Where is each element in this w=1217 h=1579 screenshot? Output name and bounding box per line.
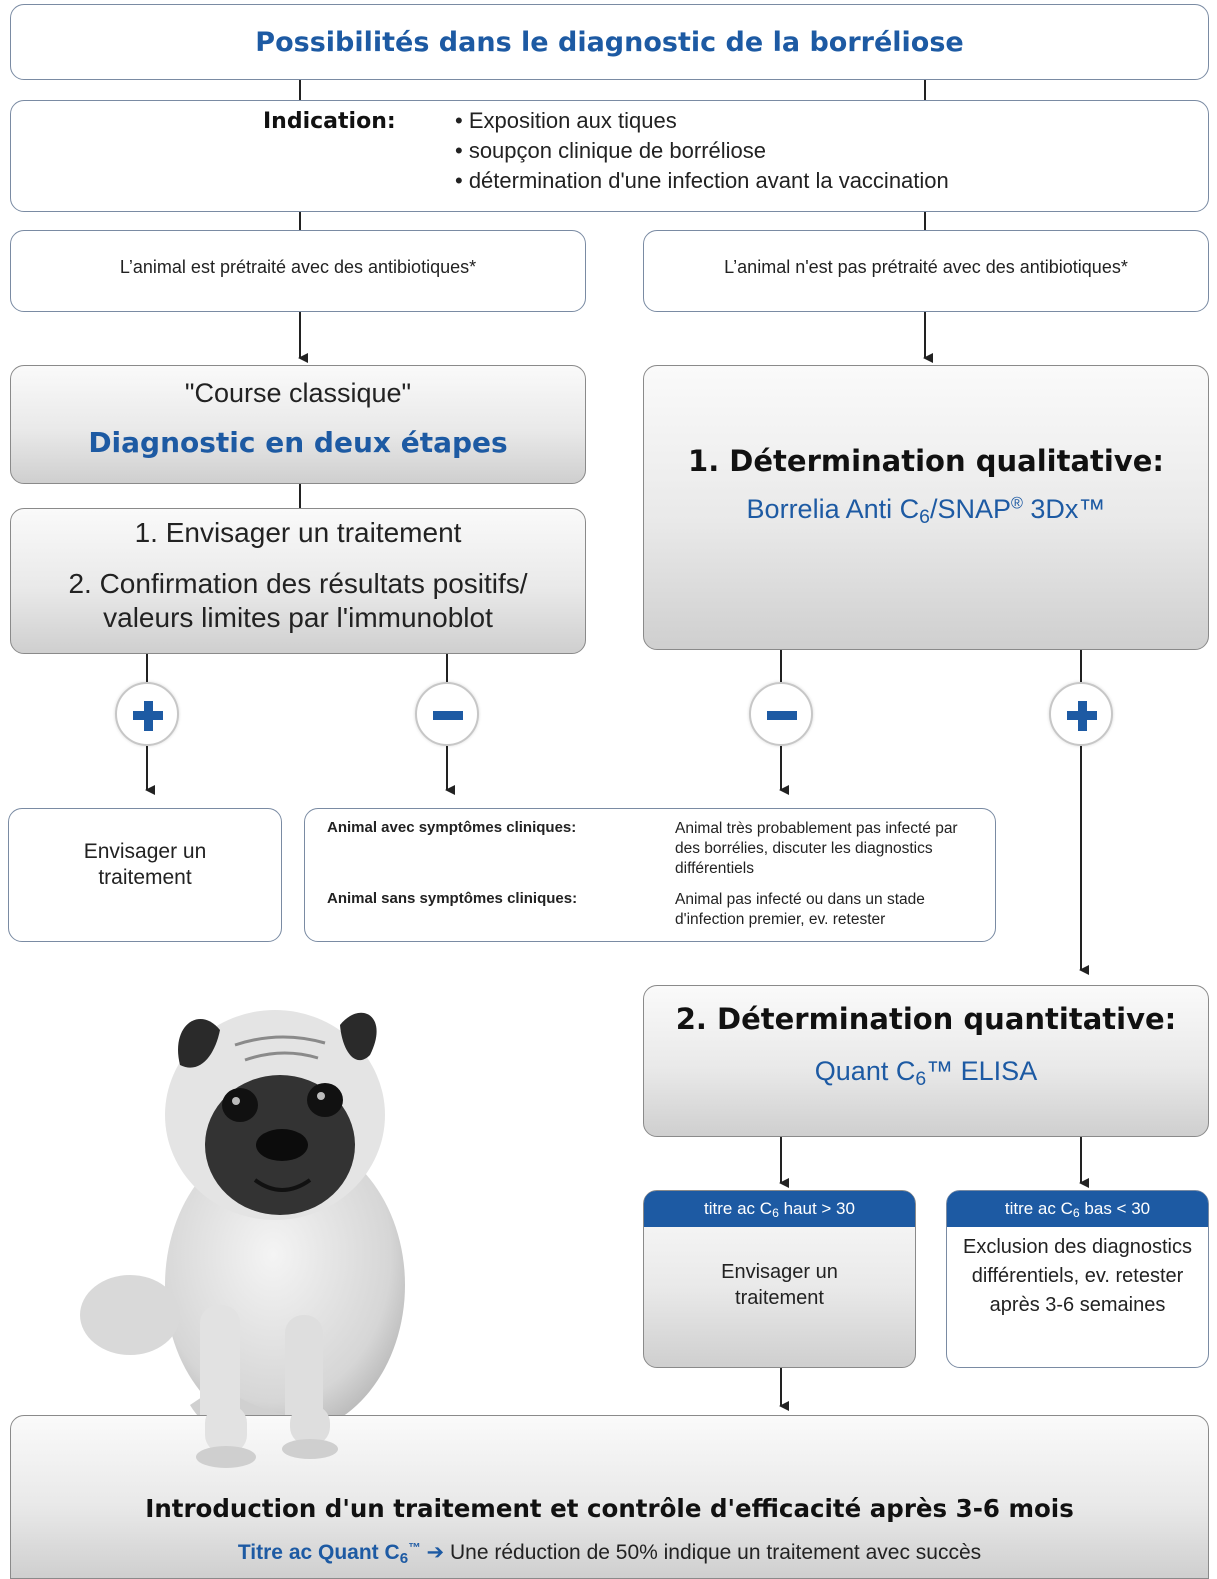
- pug-dog-photo: [80, 1010, 405, 1470]
- indication-item-3: • détermination d'une infection avant la…: [455, 168, 949, 193]
- treatment-left-text: Envisager un traitement: [83, 840, 207, 889]
- titer-low-tag-sub: 6: [1072, 1206, 1080, 1221]
- quantitative-test-suffix: ™ ELISA: [926, 1056, 1038, 1086]
- qualitative-test-mid: /SNAP: [929, 494, 1011, 524]
- final-note-prefix: Titre ac Quant C: [237, 1541, 400, 1564]
- step-1: 1. Envisager un traitement: [134, 517, 462, 548]
- titer-low-tag: titre ac C6 bas < 30: [947, 1191, 1208, 1227]
- titer-high-tag: titre ac C6 haut > 30: [644, 1191, 915, 1227]
- indication-label: Indication:: [263, 109, 396, 134]
- indication-item-1: • Exposition aux tiques: [455, 108, 677, 133]
- symptoms-box: Animal avec symptômes cliniques: Animal …: [304, 808, 996, 942]
- titer-high-tag-sub: 6: [772, 1206, 779, 1221]
- titer-low-tag-suffix: bas < 30: [1079, 1199, 1151, 1218]
- branch-left-box: L’animal est prétraité avec des antibiot…: [10, 230, 586, 312]
- titer-high-tag-suffix: haut > 30: [778, 1199, 855, 1218]
- classic-course-box: "Course classique" Diagnostic en deux ét…: [10, 365, 586, 484]
- pug-dog-photo-overlap: [196, 1405, 338, 1468]
- quantitative-test: Quant C6™ ELISA: [644, 1056, 1208, 1091]
- final-note-sub: 6: [399, 1549, 409, 1567]
- plus-icon-stem: [1077, 700, 1087, 731]
- qualitative-test-prefix: Borrelia Anti C: [746, 494, 920, 524]
- titer-high-text: Envisager un traitement: [721, 1261, 838, 1309]
- titer-low-box: titre ac C6 bas < 30 Exclusion des diagn…: [946, 1190, 1209, 1368]
- result-negative-left: [415, 682, 479, 746]
- symptoms-without-label: Animal sans symptômes cliniques:: [327, 890, 578, 907]
- qualitative-title: 1. Détermination qualitative:: [688, 444, 1164, 478]
- result-positive-right: [1049, 682, 1113, 746]
- result-negative-right: [749, 682, 813, 746]
- branch-left-label: L’animal est prétraité avec des antibiot…: [119, 257, 477, 277]
- classic-title: Diagnostic en deux étapes: [88, 426, 508, 459]
- final-note-text: Une réduction de 50% indique un traiteme…: [449, 1541, 982, 1564]
- symptoms-with-text: Animal très probablement pas infecté par…: [675, 820, 958, 877]
- result-positive-left: [115, 682, 179, 746]
- symptoms-with-label: Animal avec symptômes cliniques:: [327, 819, 577, 836]
- titer-low-tag-prefix: titre ac C: [1004, 1199, 1073, 1218]
- final-note: Titre ac Quant C6™ ➔ Une réduction de 50…: [11, 1540, 1208, 1567]
- quantitative-title: 2. Détermination quantitative:: [675, 1002, 1177, 1036]
- minus-icon: [767, 711, 797, 720]
- final-title: Introduction d'un traitement et contrôle…: [145, 1494, 1074, 1523]
- classic-subtitle: "Course classique": [184, 378, 412, 408]
- qualitative-box: 1. Détermination qualitative: Borrelia A…: [643, 365, 1209, 650]
- title-box: Possibilités dans le diagnostic de la bo…: [10, 4, 1209, 80]
- symptoms-without-text: Animal pas infecté ou dans un stade d'in…: [675, 891, 925, 928]
- arrow-right-icon: ➔: [426, 1541, 445, 1564]
- indication-item-2: • soupçon clinique de borréliose: [455, 138, 767, 163]
- qualitative-test-reg: ®: [1010, 494, 1023, 513]
- branch-right-box: L’animal n'est pas prétraité avec des an…: [643, 230, 1209, 312]
- branch-right-label: L’animal n'est pas prétraité avec des an…: [724, 257, 1128, 277]
- indication-box: Indication: • Exposition aux tiques • so…: [10, 100, 1209, 212]
- quantitative-test-sub: 6: [915, 1067, 927, 1090]
- qualitative-test-suffix: 3Dx™: [1022, 494, 1106, 524]
- titer-high-tag-prefix: titre ac C: [704, 1199, 773, 1218]
- qualitative-test: Borrelia Anti C6/SNAP® 3Dx™: [644, 494, 1208, 529]
- titer-high-box: titre ac C6 haut > 30 Envisager un trait…: [643, 1190, 916, 1368]
- minus-icon: [433, 711, 463, 720]
- steps-box: 1. Envisager un traitement 2. Confirmati…: [10, 508, 586, 654]
- qualitative-test-sub: 6: [919, 505, 930, 528]
- quantitative-test-prefix: Quant C: [814, 1056, 916, 1086]
- page-title: Possibilités dans le diagnostic de la bo…: [255, 27, 964, 58]
- plus-icon-stem: [143, 700, 153, 731]
- quantitative-box: 2. Détermination quantitative: Quant C6™…: [643, 985, 1209, 1137]
- step-2: 2. Confirmation des résultats positifs/ …: [68, 568, 528, 633]
- final-note-tm: ™: [408, 1540, 421, 1555]
- treatment-left-box: Envisager un traitement: [8, 808, 282, 942]
- titer-low-text: Exclusion des diagnostics différentiels,…: [962, 1236, 1192, 1316]
